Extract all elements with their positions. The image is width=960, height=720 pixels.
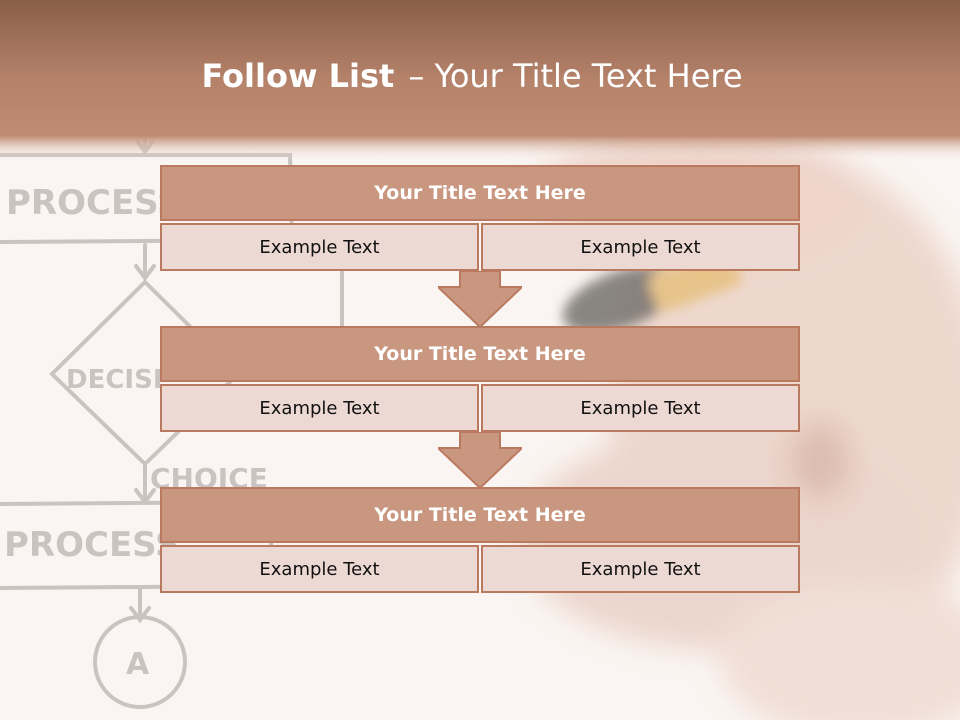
step-1-right-cell: Example Text bbox=[481, 223, 800, 271]
step-2-right-cell: Example Text bbox=[481, 384, 800, 432]
sketch-label-a: A bbox=[126, 647, 150, 682]
step-3-right-cell: Example Text bbox=[481, 545, 800, 593]
step-title-1: Your Title Text Here bbox=[160, 165, 800, 221]
sketch-label-process-2: PROCESS bbox=[4, 525, 180, 565]
step-1-left-cell: Example Text bbox=[160, 223, 479, 271]
step-row-2: Example Text Example Text bbox=[160, 384, 800, 432]
step-block-1: Your Title Text Here Example Text Exampl… bbox=[160, 165, 800, 271]
step-title-2: Your Title Text Here bbox=[160, 326, 800, 382]
step-title-3: Your Title Text Here bbox=[160, 487, 800, 543]
down-arrow-icon bbox=[438, 432, 522, 490]
sketch-label-decision: DECISI bbox=[66, 365, 163, 395]
sketch-label-process-1: PROCESS bbox=[6, 183, 182, 223]
step-block-3: Your Title Text Here Example Text Exampl… bbox=[160, 487, 800, 593]
down-arrow-icon bbox=[438, 271, 522, 329]
flowchart-sketch bbox=[0, 123, 344, 709]
slide-title-rest: – Your Title Text Here bbox=[408, 57, 743, 95]
slide-title-bold: Follow List bbox=[201, 57, 395, 95]
step-row-1: Example Text Example Text bbox=[160, 223, 800, 271]
step-2-left-cell: Example Text bbox=[160, 384, 479, 432]
step-row-3: Example Text Example Text bbox=[160, 545, 800, 593]
slide-title: Follow List – Your Title Text Here bbox=[0, 54, 944, 98]
header-band bbox=[0, 0, 960, 160]
step-block-2: Your Title Text Here Example Text Exampl… bbox=[160, 326, 800, 432]
step-3-left-cell: Example Text bbox=[160, 545, 479, 593]
